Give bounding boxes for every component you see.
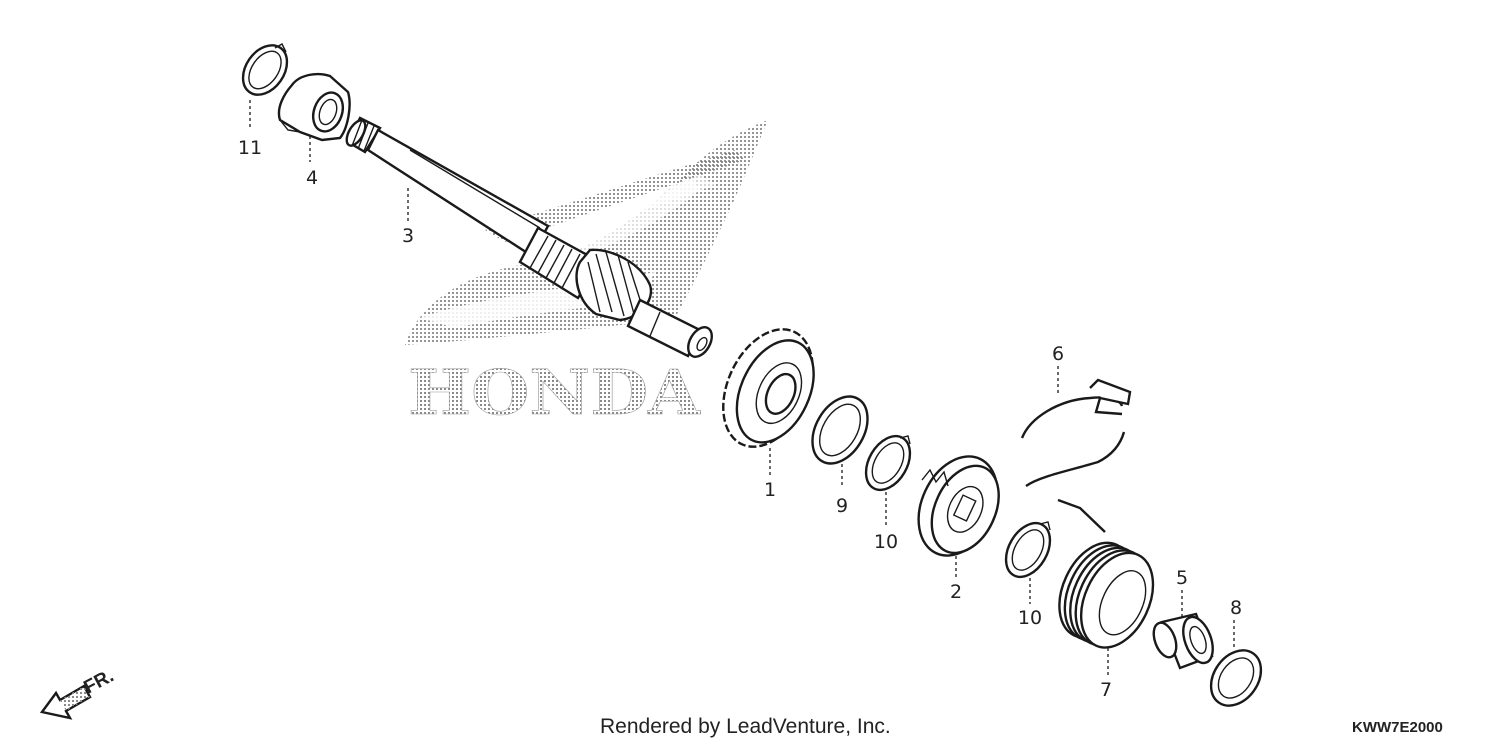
callout-7: 7 bbox=[1100, 679, 1112, 701]
honda-wordmark: HONDA bbox=[408, 356, 701, 429]
diagram-code: KWW7E2000 bbox=[1352, 719, 1443, 736]
kick-collar-part-4 bbox=[277, 72, 351, 142]
callout-10-lower: 10 bbox=[1018, 607, 1042, 629]
kick-spindle-part-3 bbox=[345, 116, 713, 358]
snap-ring-part-11 bbox=[241, 43, 289, 96]
arrow-down-left-icon bbox=[39, 684, 92, 720]
spring-collar-part-5 bbox=[1152, 612, 1214, 670]
callout-10-upper: 10 bbox=[874, 531, 898, 553]
snap-ring-part-10-upper bbox=[864, 434, 912, 492]
kick-spring-part-7 bbox=[1057, 498, 1155, 649]
callout-3: 3 bbox=[402, 225, 414, 247]
front-direction-indicator: FR. bbox=[39, 666, 117, 720]
callout-5: 5 bbox=[1176, 567, 1188, 589]
callout-8: 8 bbox=[1230, 597, 1242, 619]
washer-part-8 bbox=[1209, 649, 1263, 707]
render-credit: Rendered by LeadVenture, Inc. bbox=[600, 715, 891, 738]
callout-1: 1 bbox=[764, 479, 776, 501]
kick-gear-part-1 bbox=[722, 328, 815, 448]
thrust-washer-part-9 bbox=[811, 395, 869, 465]
ratchet-part-2 bbox=[917, 455, 1000, 557]
callout-4: 4 bbox=[306, 167, 318, 189]
callout-9: 9 bbox=[836, 495, 848, 517]
callout-2: 2 bbox=[950, 581, 962, 603]
leader-lines bbox=[249, 100, 1235, 676]
snap-ring-part-10-lower bbox=[1004, 521, 1052, 579]
callout-11: 11 bbox=[238, 137, 262, 159]
callout-6: 6 bbox=[1052, 343, 1064, 365]
ratchet-guide-clip-part-6 bbox=[1020, 378, 1132, 487]
honda-wing-logo bbox=[405, 120, 768, 345]
